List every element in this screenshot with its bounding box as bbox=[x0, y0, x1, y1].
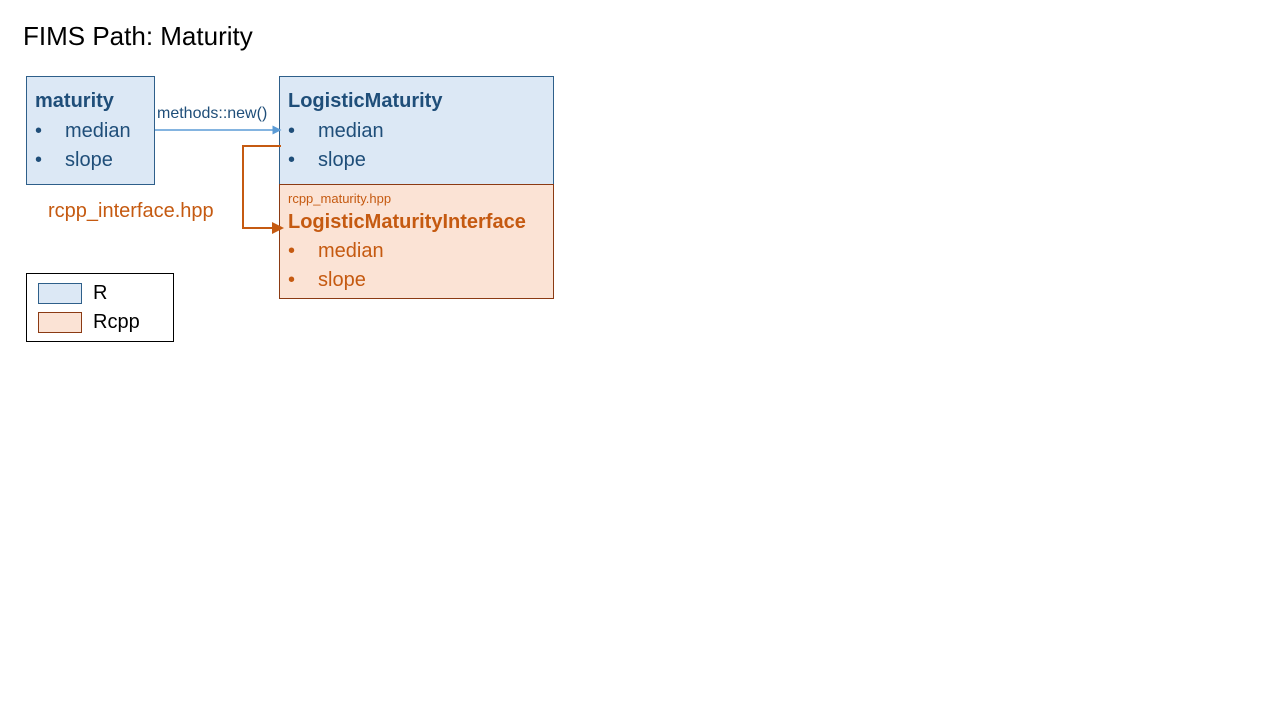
legend-item-r: R bbox=[38, 282, 107, 304]
interface-field-slope: • slope bbox=[288, 266, 384, 295]
maturity-title: maturity bbox=[35, 90, 114, 112]
field-label: median bbox=[318, 120, 384, 142]
maturity-field-median: • median bbox=[35, 117, 131, 146]
bullet-icon: • bbox=[288, 240, 296, 262]
field-label: median bbox=[65, 120, 131, 142]
slide-title: FIMS Path: Maturity bbox=[23, 21, 253, 51]
logistic-maturity-interface-title: LogisticMaturityInterface bbox=[288, 211, 526, 233]
field-label: median bbox=[318, 240, 384, 262]
field-label: slope bbox=[318, 269, 366, 291]
legend-item-rcpp: Rcpp bbox=[38, 311, 140, 333]
logistic-maturity-field-slope: • slope bbox=[288, 146, 384, 175]
bullet-icon: • bbox=[288, 269, 296, 291]
legend: R Rcpp bbox=[26, 273, 174, 342]
logistic-maturity-interface-fields: • median • slope bbox=[288, 237, 384, 295]
logistic-maturity-fields: • median • slope bbox=[288, 117, 384, 175]
methods-new-label: methods::new() bbox=[157, 105, 268, 122]
interface-field-median: • median bbox=[288, 237, 384, 266]
legend-label-r: R bbox=[93, 281, 108, 304]
maturity-box: maturity • median • slope bbox=[26, 76, 155, 185]
rcpp-interface-arrow bbox=[242, 145, 284, 234]
rcpp-interface-label: rcpp_interface.hpp bbox=[48, 200, 214, 222]
bullet-icon: • bbox=[35, 149, 43, 171]
bullet-icon: • bbox=[35, 120, 43, 142]
field-label: slope bbox=[318, 149, 366, 171]
field-label: slope bbox=[65, 149, 113, 171]
bullet-icon: • bbox=[288, 120, 296, 142]
logistic-maturity-box: LogisticMaturity • median • slope bbox=[279, 76, 554, 185]
bullet-icon: • bbox=[288, 149, 296, 171]
legend-swatch-r bbox=[38, 282, 82, 304]
legend-label-rcpp: Rcpp bbox=[93, 310, 140, 333]
logistic-maturity-title: LogisticMaturity bbox=[288, 90, 443, 112]
legend-swatch-rcpp bbox=[38, 311, 82, 333]
logistic-maturity-interface-box: rcpp_maturity.hpp LogisticMaturityInterf… bbox=[279, 184, 554, 299]
maturity-fields: • median • slope bbox=[35, 117, 131, 175]
maturity-field-slope: • slope bbox=[35, 146, 131, 175]
interface-file-label: rcpp_maturity.hpp bbox=[288, 191, 392, 206]
logistic-maturity-field-median: • median bbox=[288, 117, 384, 146]
